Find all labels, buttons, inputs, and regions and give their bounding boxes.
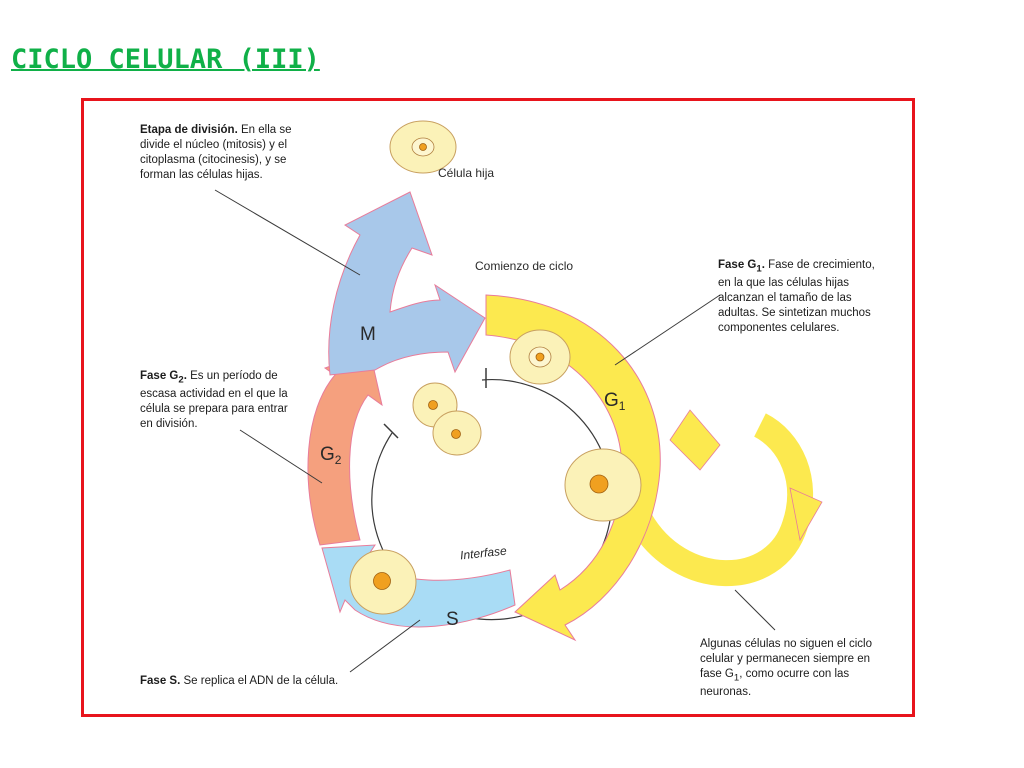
g0-annotation-text-1: Algunas células no siguen el ciclo celul…	[700, 638, 872, 680]
g0-annotation-subscript: 1	[733, 672, 740, 684]
phase-s-label: S	[446, 609, 459, 630]
phase-g1-letter: G	[604, 390, 619, 411]
division-annotation-text: En ella se divide el núcleo (mitosis) y …	[140, 124, 292, 181]
m-band	[328, 191, 486, 376]
phase-g2-label: G2	[320, 444, 341, 467]
g1-annotation: Fase G1. Fase de crecimiento, en la que …	[718, 258, 888, 336]
division-pointer	[214, 189, 361, 276]
g1-large-cell	[564, 448, 642, 522]
s-annotation-heading: Fase S.	[140, 675, 181, 687]
s-annotation: Fase S. Se replica el ADN de la célula.	[140, 674, 400, 689]
interphase-end-tick	[383, 423, 399, 439]
phase-m-label: M	[360, 324, 376, 345]
cycle-start-label: Comienzo de ciclo	[475, 259, 574, 273]
g2-annotation-text: Es un período de escasa actividad en el …	[140, 370, 288, 431]
g2-pointer	[239, 429, 323, 484]
g1-band	[485, 294, 661, 642]
g1-annotation-text: Fase de crecimiento, en la que las célul…	[718, 259, 875, 335]
g1-small-cell	[509, 329, 571, 385]
slide-title: CICLO CELULAR (III)	[11, 44, 320, 75]
g0-loop-arrowhead-upper	[669, 409, 721, 471]
dividing-cells	[412, 382, 482, 456]
g1-annotation-heading: Fase G1.	[718, 259, 765, 275]
phase-g1-subscript: 1	[618, 399, 626, 413]
g1-pointer	[614, 294, 721, 366]
division-annotation: Etapa de división. En ella se divide el …	[140, 123, 318, 183]
daughter-cell	[389, 120, 457, 174]
s-phase-cell	[349, 549, 417, 615]
g1-annotation-subscript: 1	[756, 263, 762, 275]
g0-pointer	[734, 589, 776, 631]
g0-loop-arrowhead-lower	[789, 487, 823, 542]
s-annotation-text: Se replica el ADN de la célula.	[180, 675, 339, 687]
g2-annotation-subscript: 2	[178, 374, 184, 386]
phase-g2-subscript: 2	[334, 453, 342, 467]
division-annotation-heading: Etapa de división.	[140, 124, 238, 136]
g0-annotation: Algunas células no siguen el ciclo celul…	[700, 637, 885, 700]
g0-annotation-text-2: , como ocurre con las neuronas.	[700, 668, 850, 699]
phase-g2-letter: G	[320, 444, 335, 465]
phase-g1-label: G1	[604, 390, 625, 413]
g2-annotation-heading: Fase G2.	[140, 370, 187, 386]
g0-loop-band	[628, 413, 814, 587]
s-pointer	[349, 619, 421, 673]
diagram-frame	[81, 98, 915, 717]
daughter-cell-label: Célula hija	[438, 166, 495, 180]
g2-annotation: Fase G2. Es un período de escasa activid…	[140, 369, 290, 432]
